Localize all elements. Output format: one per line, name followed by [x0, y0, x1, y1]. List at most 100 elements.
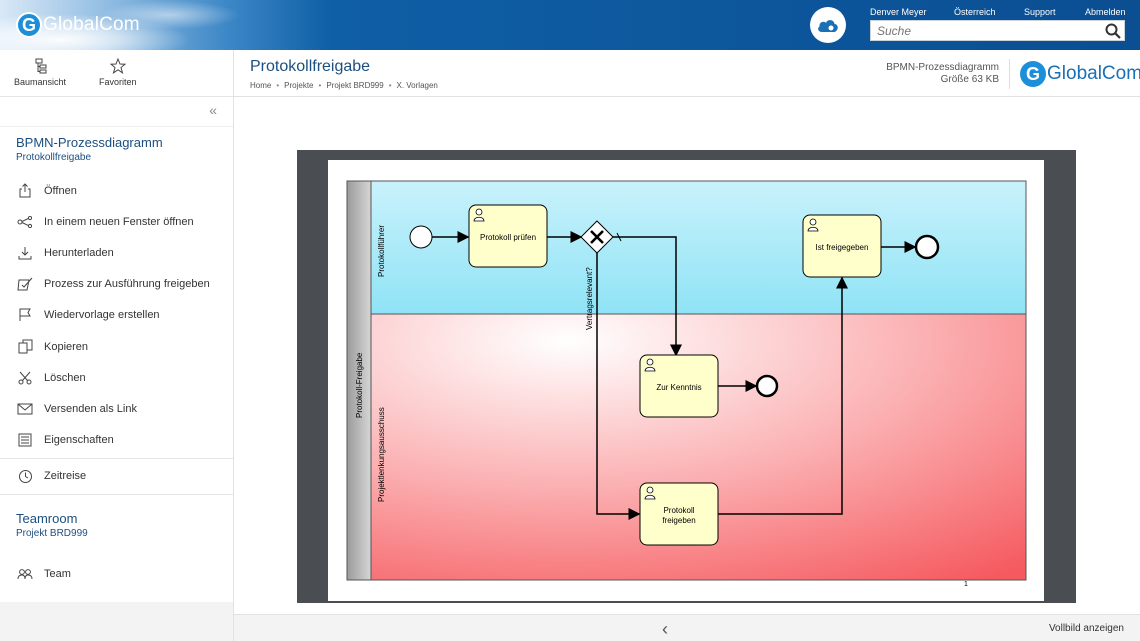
logo-mark: G: [16, 12, 42, 38]
menu-item-label: Eigenschaften: [44, 434, 114, 447]
breadcrumb-item[interactable]: X. Vorlagen: [396, 81, 438, 90]
search-icon[interactable]: [1105, 23, 1121, 39]
favorites-button[interactable]: Favoriten: [99, 58, 137, 87]
end-event-released[interactable]: [914, 234, 940, 260]
breadcrumb-separator: •: [388, 81, 392, 90]
menu-item-label: Wiedervorlage erstellen: [44, 309, 160, 322]
diagram-page: Protokoll-Freigabe Protokollführer Proje…: [328, 160, 1044, 601]
header-separator: [1009, 59, 1010, 89]
content-header: Protokollfreigabe Home•Projekte•Projekt …: [234, 50, 1140, 97]
copy-icon: [18, 339, 32, 354]
release-icon: [17, 277, 33, 291]
header-cloud-decoration: [0, 0, 260, 50]
breadcrumb-separator: •: [318, 81, 322, 90]
star-icon: [109, 58, 126, 74]
sidebar-divider: [0, 457, 233, 459]
clock-icon: [18, 469, 32, 483]
document-name: Protokollfreigabe: [16, 152, 92, 163]
menu-item-properties[interactable]: Eigenschaften: [0, 425, 233, 456]
lane-top-label: Protokollführer: [377, 225, 386, 277]
brand-logo-secondary: G GlobalCom: [1020, 61, 1140, 87]
flow-release-to-released: [718, 276, 848, 515]
top-links: Denver Meyer Österreich Support Abmelden: [870, 7, 1126, 19]
menu-item-label: Team: [44, 568, 71, 581]
pool-label: Protokoll-Freigabe: [355, 352, 364, 418]
flow-gateway-to-notice: [613, 236, 682, 357]
menu-item-release-process[interactable]: Prozess zur Ausführung freigeben: [0, 269, 233, 300]
menu-item-download[interactable]: Herunterladen: [0, 237, 233, 268]
sidebar-collapse-row: «: [0, 97, 233, 127]
menu-item-time-travel[interactable]: Zeitreise: [0, 461, 233, 492]
default-flow-marker: [616, 232, 622, 242]
tree-view-label: Baumansicht: [14, 77, 67, 87]
viewer-bottom-bar: ‹ Vollbild anzeigen: [234, 614, 1140, 641]
teamroom-project: Projekt BRD999: [16, 527, 88, 539]
sidebar-divider: [0, 493, 233, 495]
task-notice-label: Zur Kenntnis: [656, 383, 701, 392]
team-icon: [17, 569, 33, 580]
document-type: BPMN-Prozessdiagramm: [16, 135, 163, 150]
task-review-protocol[interactable]: [468, 204, 548, 268]
user-task-icon: [473, 208, 485, 222]
menu-item-team[interactable]: Team: [0, 559, 233, 590]
breadcrumb-separator: •: [276, 81, 280, 90]
task-release-label-line2: freigeben: [662, 516, 695, 525]
tree-view-button[interactable]: Baumansicht: [14, 58, 66, 87]
menu-item-label: Löschen: [44, 371, 86, 384]
collapse-sidebar-icon[interactable]: «: [209, 102, 217, 118]
menu-item-label: Kopieren: [44, 340, 89, 353]
properties-icon: [18, 433, 32, 447]
task-release-label-line1: Protokoll: [663, 506, 694, 515]
start-event[interactable]: [409, 225, 433, 249]
gateway-label: Vertragsrelevant?: [585, 267, 594, 330]
menu-item-send-link[interactable]: Versenden als Link: [0, 393, 233, 424]
network-icon: [17, 215, 33, 228]
user-task-icon: [644, 358, 656, 372]
end-event-notice[interactable]: [755, 374, 779, 398]
logout-link[interactable]: Abmelden: [1085, 7, 1126, 17]
lane-bottom-label: Projektlenkungsausschuss: [377, 407, 386, 502]
flow-gateway-to-release: [596, 253, 641, 520]
cloud-icon: [818, 20, 838, 32]
country-link[interactable]: Österreich: [954, 7, 996, 17]
document-header: BPMN-Prozessdiagramm Protokollfreigabe: [0, 127, 233, 175]
document-info-type: BPMN-Prozessdiagramm: [886, 62, 999, 73]
menu-item-copy[interactable]: Kopieren: [0, 331, 233, 362]
task-is-released[interactable]: [802, 214, 882, 278]
teamroom-title: Teamroom: [16, 510, 78, 526]
viewer-frame: Protokoll-Freigabe Protokollführer Proje…: [297, 150, 1076, 603]
breadcrumb-item[interactable]: Projekt BRD999: [326, 81, 384, 90]
document-viewer: Protokoll-Freigabe Protokollführer Proje…: [234, 98, 1140, 614]
breadcrumb-item[interactable]: Projekte: [284, 81, 314, 90]
bpmn-diagram[interactable]: Protokoll-Freigabe Protokollführer Proje…: [328, 160, 1044, 601]
support-link[interactable]: Support: [1024, 7, 1056, 17]
user-name-link[interactable]: Denver Meyer: [870, 7, 927, 17]
sidebar-footer: [0, 602, 233, 641]
share-icon: [19, 183, 31, 198]
user-task-icon: [807, 218, 819, 232]
brand-logo[interactable]: G GlobalCom: [16, 12, 140, 38]
search-box: [870, 20, 1125, 41]
scissors-icon: [18, 371, 32, 385]
previous-page-icon[interactable]: ‹: [662, 619, 668, 639]
search-input[interactable]: [871, 21, 1099, 40]
document-info-size: Größe 63 KB: [940, 74, 999, 85]
menu-item-label: Prozess zur Ausführung freigeben: [44, 278, 210, 291]
menu-item-open-new-window[interactable]: In einem neuen Fenster öffnen: [0, 206, 233, 237]
breadcrumb-item[interactable]: Home: [250, 81, 272, 90]
brand-name: GlobalCom: [43, 14, 140, 35]
menu-item-create-follow-up[interactable]: Wiedervorlage erstellen: [0, 300, 233, 331]
sidebar: Baumansicht Favoriten « BPMN-Prozessdiag…: [0, 50, 234, 641]
menu-item-delete[interactable]: Löschen: [0, 362, 233, 393]
task-review-label: Protokoll prüfen: [480, 233, 536, 242]
download-icon: [18, 246, 32, 260]
cloud-sync-button[interactable]: [810, 7, 846, 43]
fullscreen-link[interactable]: Vollbild anzeigen: [1048, 623, 1124, 634]
tree-icon: [35, 58, 47, 74]
document-info: BPMN-Prozessdiagramm Größe 63 KB: [886, 62, 999, 86]
mail-icon: [17, 403, 33, 415]
menu-item-open[interactable]: Öffnen: [0, 175, 233, 206]
favorites-label: Favoriten: [99, 77, 137, 87]
sidebar-toolbar: Baumansicht Favoriten: [0, 50, 233, 97]
task-released-label: Ist freigegeben: [816, 243, 869, 252]
